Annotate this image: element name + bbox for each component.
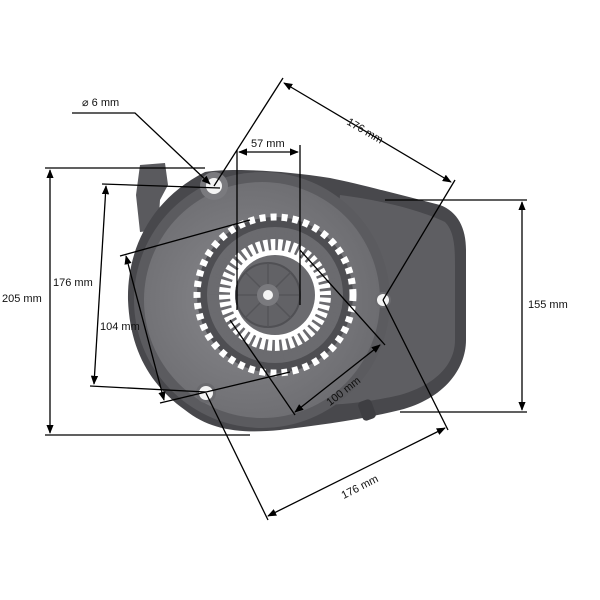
ratchet-ring: [193, 213, 357, 377]
label-mount-hole-diameter: ⌀ 6 mm: [82, 97, 120, 109]
label-pulley-width: 57 mm: [251, 138, 285, 150]
label-right-side-height: 155 mm: [528, 299, 568, 311]
label-hole-span-vertical: 176 mm: [53, 277, 93, 289]
label-overall-height: 205 mm: [2, 293, 42, 305]
label-ring-span: 104 mm: [100, 321, 140, 333]
dimension-lines: [45, 77, 527, 521]
